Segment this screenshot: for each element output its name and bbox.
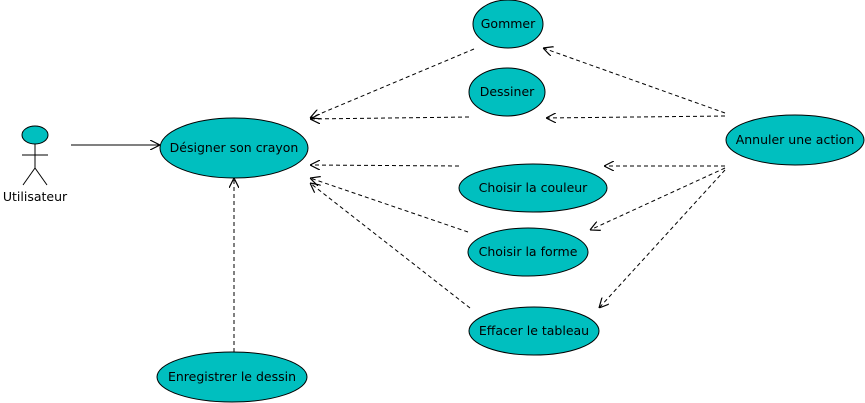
use-case-enregistrer: Enregistrer le dessin bbox=[156, 351, 308, 403]
dependency-annuler-effacer bbox=[599, 169, 726, 308]
actor-label: Utilisateur bbox=[3, 189, 68, 204]
use-case-couleur-shape bbox=[458, 163, 608, 213]
use-case-forme-shape bbox=[467, 227, 589, 277]
use-case-effacer-shape bbox=[468, 306, 600, 356]
use-case-couleur-label: Choisir la couleur bbox=[479, 180, 589, 195]
dependencies-from-annuler bbox=[543, 48, 726, 308]
use-case-gommer-label: Gommer bbox=[481, 16, 536, 31]
use-case-couleur: Choisir la couleur bbox=[458, 163, 608, 213]
use-case-annuler-label: Annuler une action bbox=[736, 132, 855, 147]
dependencies-to-designer bbox=[234, 48, 475, 352]
use-case-dessiner-label: Dessiner bbox=[480, 84, 535, 99]
actor-left-leg bbox=[22, 167, 36, 186]
use-case-dessiner-shape bbox=[468, 67, 546, 117]
use-case-annuler: Annuler une action bbox=[725, 114, 865, 166]
use-case-forme: Choisir la forme bbox=[467, 227, 589, 277]
dependency-dessiner-designer bbox=[310, 117, 470, 119]
dependency-gommer-designer bbox=[310, 48, 475, 118]
use-case-enregistrer-label: Enregistrer le dessin bbox=[168, 369, 296, 384]
dependency-annuler-gommer bbox=[543, 48, 726, 114]
use-case-effacer: Effacer le tableau bbox=[468, 306, 600, 356]
dependency-couleur-designer bbox=[310, 165, 460, 166]
dependency-effacer-designer bbox=[310, 183, 471, 309]
use-case-designer-label: Désigner son crayon bbox=[170, 140, 299, 155]
actor-right-leg bbox=[34, 167, 48, 186]
use-case-effacer-label: Effacer le tableau bbox=[479, 323, 589, 338]
dependency-annuler-dessiner bbox=[546, 116, 726, 118]
use-case-dessiner: Dessiner bbox=[468, 67, 546, 117]
use-case-designer: Désigner son crayon bbox=[159, 117, 309, 179]
use-case-forme-label: Choisir la forme bbox=[479, 244, 578, 259]
actor-utilisateur: Utilisateur bbox=[3, 125, 68, 204]
dependency-forme-designer bbox=[310, 178, 469, 233]
use-case-enregistrer-shape bbox=[156, 351, 308, 403]
dependency-annuler-forme bbox=[590, 167, 726, 230]
actor-head bbox=[21, 125, 49, 145]
use-case-designer-shape bbox=[159, 117, 309, 179]
use-case-gommer: Gommer bbox=[472, 0, 544, 49]
use-case-gommer-shape bbox=[472, 0, 544, 49]
use-case-annuler-shape bbox=[725, 114, 865, 166]
